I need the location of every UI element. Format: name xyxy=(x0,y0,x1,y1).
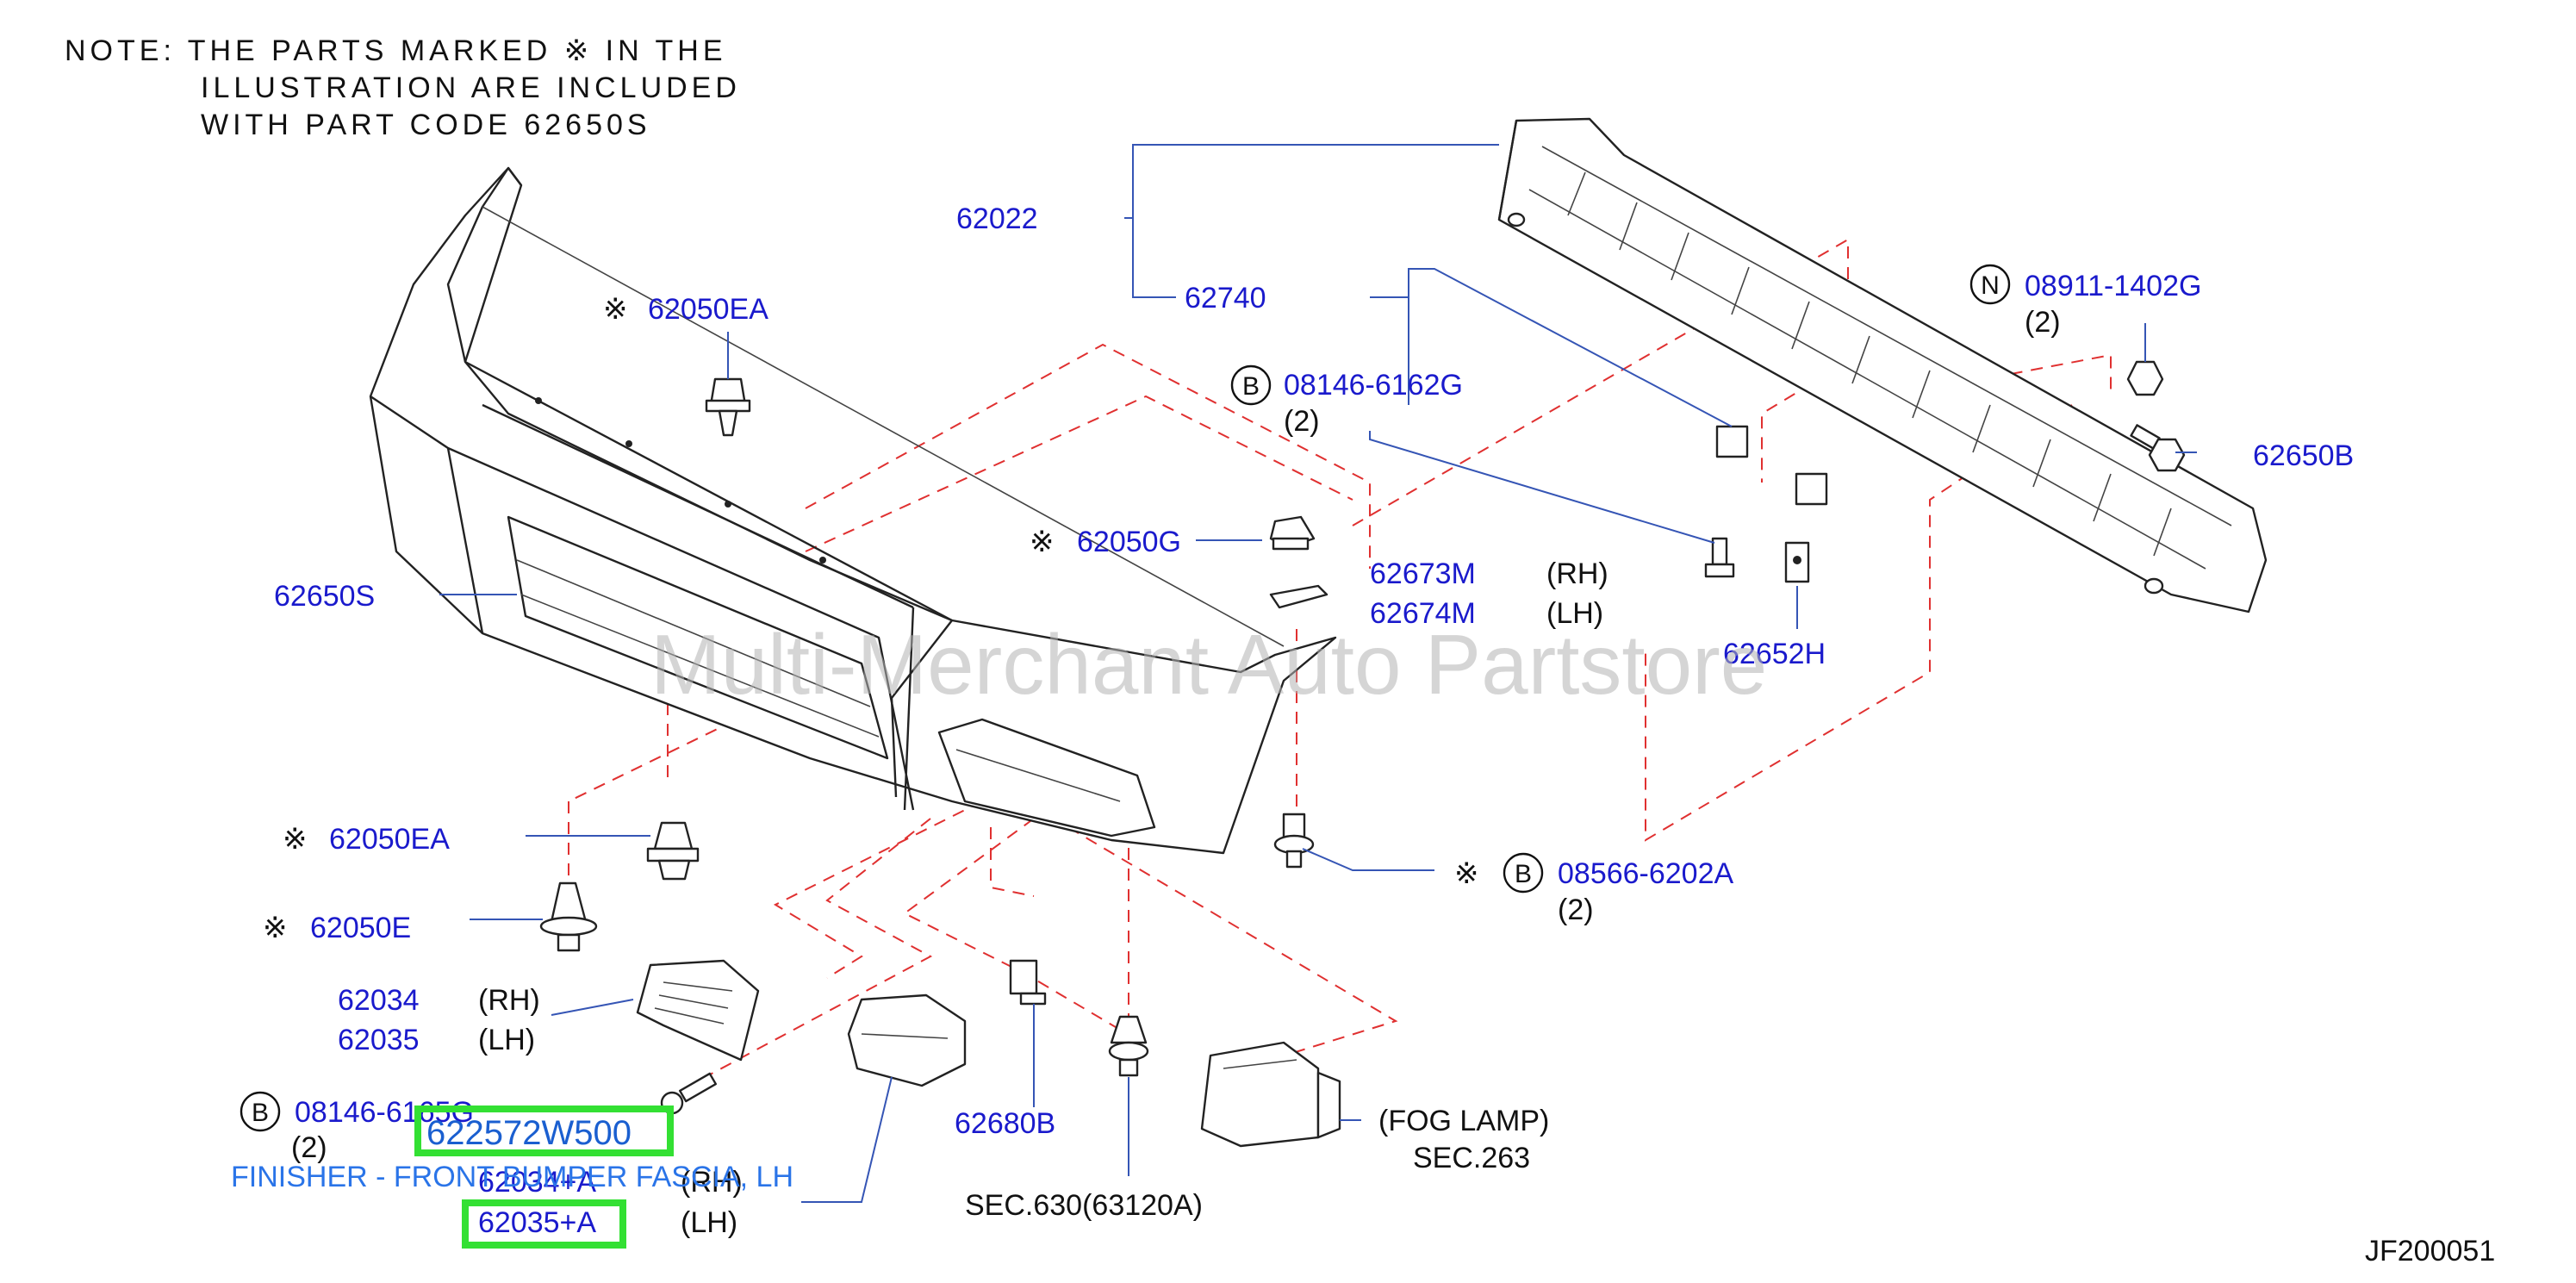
clip-62050g xyxy=(1269,515,1316,551)
label-62674m[interactable]: 62674M xyxy=(1370,597,1476,630)
highlight-box-62035a[interactable] xyxy=(462,1199,626,1249)
label-08146-6162g[interactable]: 08146-6162G xyxy=(1284,369,1463,402)
label-62034a[interactable]: 62034+A xyxy=(478,1166,596,1199)
label-62680b[interactable]: 62680B xyxy=(955,1107,1055,1140)
note-block: NOTE: THE PARTS MARKED ※ IN THE ILLUSTRA… xyxy=(65,34,741,141)
kome-mark-62050g: ※ xyxy=(1030,526,1055,558)
highlight-description[interactable]: FINISHER - FRONT BUMPER FASCIA, LH xyxy=(231,1161,793,1193)
part-labels: 62022 62740 ※ 62050EA B 08146-6162G (2) … xyxy=(240,202,2495,1267)
lh-62674m: (LH) xyxy=(1546,597,1603,630)
label-62022[interactable]: 62022 xyxy=(956,202,1038,235)
label-sec630[interactable]: SEC.630(63120A) xyxy=(965,1189,1203,1222)
highlight-box-part-number[interactable] xyxy=(414,1105,674,1156)
circle-n-1402g xyxy=(1969,264,2011,305)
circle-b-6202a-letter: B xyxy=(1515,860,1532,888)
circle-b-6202a xyxy=(1503,852,1544,894)
note-line-2: ILLUSTRATION ARE INCLUDED xyxy=(201,72,741,104)
label-62050ea-low[interactable]: 62050EA xyxy=(329,823,450,856)
label-62050g[interactable]: 62050G xyxy=(1077,526,1181,558)
label-62673m[interactable]: 62673M xyxy=(1370,557,1476,590)
fog-lamp xyxy=(1200,1041,1341,1148)
label-62650b[interactable]: 62650B xyxy=(2253,439,2354,472)
circle-b-6165g-letter: B xyxy=(252,1099,269,1127)
watermark: Multi-Merchant Auto Partstore xyxy=(650,617,1767,712)
clip-62652h xyxy=(1784,541,1810,583)
bracket-62673m xyxy=(1269,584,1328,609)
note-line-1: NOTE: THE PARTS MARKED ※ IN THE xyxy=(65,34,727,67)
nut-08911-1402g xyxy=(2126,360,2164,396)
lh-62035: (LH) xyxy=(478,1024,535,1056)
lh-62035a: (LH) xyxy=(681,1206,737,1239)
clip-62050ea-low xyxy=(646,821,700,881)
label-62050e[interactable]: 62050E xyxy=(310,912,411,944)
label-62035a[interactable]: 62035+A xyxy=(478,1206,596,1239)
label-08566-6202a[interactable]: 08566-6202A xyxy=(1558,857,1734,890)
bolt-08146-6162g xyxy=(1704,537,1735,578)
label-62650s[interactable]: 62650S xyxy=(274,580,375,613)
circle-b-6165g xyxy=(240,1091,281,1132)
highlight-overlay: 622572W500 FINISHER - FRONT BUMPER FASCI… xyxy=(231,1105,793,1249)
front-bumper-fascia xyxy=(369,166,1337,855)
clip-62680b xyxy=(1009,959,1047,1006)
qty-08146-6162g: (2) xyxy=(1284,405,1320,438)
rh-62034a: (RH) xyxy=(681,1166,743,1199)
clip-62050ea-top xyxy=(705,377,751,437)
label-62035[interactable]: 62035 xyxy=(338,1024,420,1056)
kome-mark-62050ea-top: ※ xyxy=(603,293,628,326)
kome-mark-62050ea-low: ※ xyxy=(283,823,308,856)
reinforcement-ribs xyxy=(1567,171,2172,557)
fog-finisher-62034 xyxy=(636,959,760,1062)
clip-62050e xyxy=(539,881,598,952)
label-62050ea-top[interactable]: 62050EA xyxy=(648,293,768,326)
fog-cover-62034a xyxy=(847,993,967,1087)
bolt-62650b xyxy=(2130,424,2186,472)
rh-62673m: (RH) xyxy=(1546,557,1608,590)
qty-08146-6165g: (2) xyxy=(291,1131,327,1164)
label-62740[interactable]: 62740 xyxy=(1185,282,1266,315)
kome-mark-62050e: ※ xyxy=(263,912,288,944)
label-62034[interactable]: 62034 xyxy=(338,984,420,1017)
circle-b-6162g xyxy=(1230,364,1272,406)
circle-n-1402g-letter: N xyxy=(1981,271,2000,300)
label-sec263[interactable]: SEC.263 xyxy=(1413,1142,1530,1174)
reinforcement-brackets xyxy=(1715,425,1828,506)
leader-lines xyxy=(439,144,2197,1203)
note-line-3: WITH PART CODE 62650S xyxy=(201,109,651,141)
diagram-code: JF200051 xyxy=(2365,1235,2495,1267)
label-08911-1402g[interactable]: 08911-1402G xyxy=(2025,270,2201,302)
rh-62034: (RH) xyxy=(478,984,540,1017)
label-62652h[interactable]: 62652H xyxy=(1723,638,1826,670)
label-fog-lamp: (FOG LAMP) xyxy=(1378,1105,1549,1137)
qty-08566-6202a: (2) xyxy=(1558,894,1594,926)
screw-08566-6202a xyxy=(1273,813,1315,869)
bumper-reinforcement xyxy=(1497,117,2268,613)
qty-08911-1402g: (2) xyxy=(2025,306,2061,339)
clip-63120a xyxy=(1108,1015,1149,1077)
kome-mark-6202a: ※ xyxy=(1454,857,1479,890)
highlight-part-number[interactable]: 622572W500 xyxy=(426,1114,632,1152)
circle-b-6162g-letter: B xyxy=(1242,372,1260,401)
